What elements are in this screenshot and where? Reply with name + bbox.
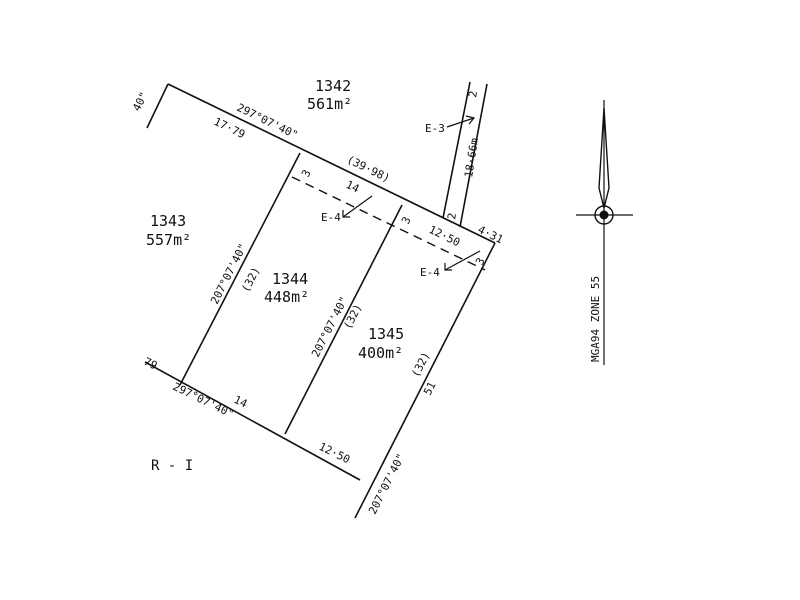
- easement-e4b-label: E-4: [420, 266, 440, 279]
- easement-e4-dashed-line: [291, 176, 486, 271]
- right-boundary: [354, 242, 496, 519]
- dist-e3-n-top: 2: [466, 90, 480, 99]
- dist-e3-line: 18·66m: [462, 137, 481, 179]
- arrow-e4a-head: [342, 210, 350, 218]
- north-arrow-hub-inner: [599, 210, 609, 220]
- north-arrow-icon: [576, 100, 633, 365]
- arrow-e4a: [342, 195, 373, 218]
- north-arrow-label: MGA94 ZONE 55: [589, 276, 602, 362]
- dist-easement-w1: 3: [299, 168, 314, 180]
- dist-top-c: 14: [344, 178, 362, 196]
- lot-divider-1344-1345: [284, 204, 403, 435]
- left-edge-top: [146, 83, 169, 129]
- bearing-side-left: 207°07'40": [208, 241, 250, 306]
- dist-edge-left-top: 40": [130, 90, 151, 114]
- dist-e3-n-bottom: 2: [445, 212, 459, 221]
- dist-top-e: 4·31: [476, 223, 506, 246]
- e3-easement-line-right: [459, 83, 488, 228]
- lot-labels: 1342 561m² 1343 557m² 1344 448m² 1345 40…: [146, 77, 404, 362]
- lot-1345-number: 1345: [368, 325, 404, 343]
- lot-1345-area: 400m²: [358, 344, 403, 362]
- zone-label: R - I: [151, 458, 193, 474]
- easement-arrows: [342, 115, 481, 271]
- lot-1342-number: 1342: [315, 77, 351, 95]
- dist-top-a: 17·79: [212, 115, 247, 141]
- top-boundary: [167, 83, 496, 244]
- lot-1343-area: 557m²: [146, 231, 191, 249]
- boundary-lines: [144, 81, 496, 519]
- north-arrow-hub: [594, 205, 614, 225]
- distance-labels: 17·79 (39·98) 14 12·50 4·31 14 12·50 (32…: [130, 90, 505, 466]
- arrow-e3-head: [465, 115, 476, 125]
- bearing-bottom: 297°07'40": [171, 380, 236, 421]
- lot-1344-area: 448m²: [264, 288, 309, 306]
- lot-divider-1343-1344: [179, 152, 301, 386]
- dist-easement-w3: 3: [473, 256, 488, 268]
- lot-1342-area: 561m²: [307, 95, 352, 113]
- arrow-e4b-head: [444, 263, 452, 271]
- dist-bottom-b: 12·50: [317, 440, 352, 466]
- arrow-e3: [446, 117, 475, 128]
- lot-1343-number: 1343: [150, 212, 186, 230]
- dist-edge-left-bottom: 79: [142, 355, 160, 372]
- dist-top-d: 12·50: [427, 223, 462, 249]
- dist-side-left: (32): [239, 265, 263, 295]
- dist-right-edge: 51: [421, 380, 439, 398]
- easement-e3-label: E-3: [425, 122, 445, 135]
- arrow-e4b: [444, 250, 481, 271]
- e3-easement-line-left: [442, 81, 471, 219]
- north-arrow: MGA94 ZONE 55: [576, 100, 633, 365]
- lot-1344-number: 1344: [272, 270, 308, 288]
- north-arrow-needle: [598, 107, 610, 209]
- dist-easement-w2: 3: [399, 215, 414, 227]
- easement-labels: E-3 E-4 E-4: [321, 122, 445, 279]
- easement-e4a-label: E-4: [321, 211, 341, 224]
- dist-side-right: (32): [409, 350, 433, 380]
- dist-bottom-a: 14: [232, 393, 250, 411]
